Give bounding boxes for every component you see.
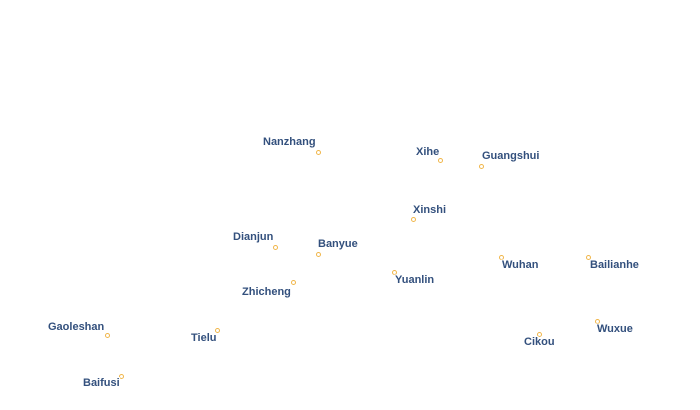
- place-marker-yuanlin[interactable]: [392, 270, 397, 275]
- place-label-zhicheng: Zhicheng: [242, 286, 291, 298]
- place-marker-zhicheng[interactable]: [291, 280, 296, 285]
- place-label-yuanlin: Yuanlin: [395, 274, 435, 286]
- place-label-baifusi: Baifusi: [83, 377, 120, 389]
- place-label-wuxue: Wuxue: [597, 323, 633, 335]
- place-label-dianjun: Dianjun: [233, 231, 274, 243]
- place-label-bailianhe: Bailianhe: [590, 259, 639, 271]
- place-marker-guangshui[interactable]: [479, 164, 484, 169]
- place-marker-tielu[interactable]: [215, 328, 220, 333]
- place-marker-banyue[interactable]: [316, 252, 321, 257]
- place-marker-xinshi[interactable]: [411, 217, 416, 222]
- place-marker-cikou[interactable]: [537, 332, 542, 337]
- place-label-cikou: Cikou: [524, 336, 555, 348]
- place-label-guangshui: Guangshui: [482, 150, 540, 162]
- place-marker-wuxue[interactable]: [595, 319, 600, 324]
- place-label-gaoleshan: Gaoleshan: [48, 321, 105, 333]
- place-marker-baifusi[interactable]: [119, 374, 124, 379]
- place-marker-nanzhang[interactable]: [316, 150, 321, 155]
- place-marker-gaoleshan[interactable]: [105, 333, 110, 338]
- place-label-xihe: Xihe: [416, 146, 440, 158]
- place-label-xinshi: Xinshi: [413, 204, 447, 216]
- place-label-banyue: Banyue: [318, 238, 358, 250]
- place-label-wuhan: Wuhan: [502, 259, 539, 271]
- place-label-tielu: Tielu: [191, 332, 217, 344]
- place-label-nanzhang: Nanzhang: [263, 136, 316, 148]
- place-marker-dianjun[interactable]: [273, 245, 278, 250]
- place-marker-bailianhe[interactable]: [586, 255, 591, 260]
- place-marker-wuhan[interactable]: [499, 255, 504, 260]
- place-marker-xihe[interactable]: [438, 158, 443, 163]
